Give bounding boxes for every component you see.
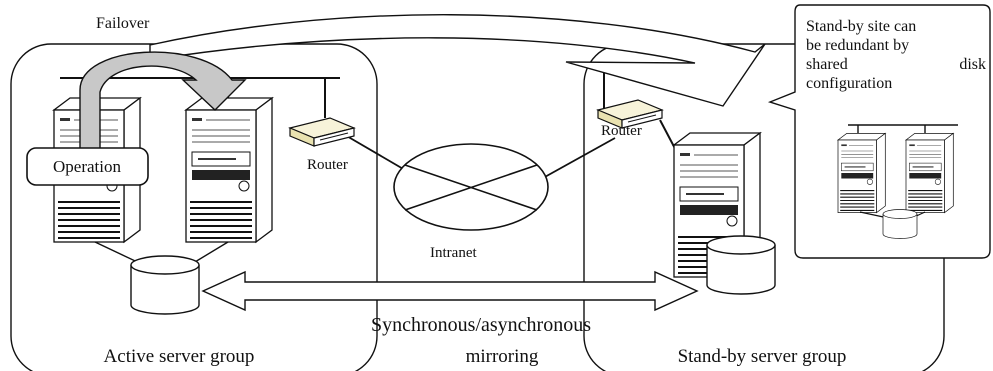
mirroring-arrow <box>201 270 699 312</box>
callout-line-3-left: shared <box>806 56 848 73</box>
intranet-cloud <box>393 143 549 231</box>
callout-line-1: Stand-by site can <box>806 18 917 35</box>
active-shared-disk <box>130 255 200 315</box>
callout-line-4: configuration <box>806 75 893 92</box>
standby-disk <box>706 235 776 295</box>
callout-line-2: be redundant by <box>806 37 910 54</box>
operation-label: Operation <box>53 157 121 176</box>
callout-line-3-right: disk <box>959 56 986 73</box>
router-left-icon <box>289 117 355 147</box>
callout-text: Stand-by site can be redundant by shared… <box>806 17 986 93</box>
callout-line-3: shared disk <box>806 55 986 74</box>
active-group-label: Active server group <box>104 346 255 367</box>
mirroring-label-line1: Synchronous/asynchronous <box>371 314 591 336</box>
callout-shared-disk-config <box>837 124 958 239</box>
standby-group-label: Stand-by server group <box>678 346 847 367</box>
operation-box <box>26 147 149 186</box>
failover-label: Failover <box>96 15 150 32</box>
site-failover-arrow <box>149 14 766 107</box>
router-left-label: Router <box>307 157 348 173</box>
active-server-2 <box>185 97 273 243</box>
router-right-label: Router <box>601 123 642 139</box>
local-failover-arrow <box>79 51 247 166</box>
intranet-label: Intranet <box>430 245 477 261</box>
mirroring-label-line2: mirroring <box>466 346 539 367</box>
intranet-links <box>344 134 616 179</box>
